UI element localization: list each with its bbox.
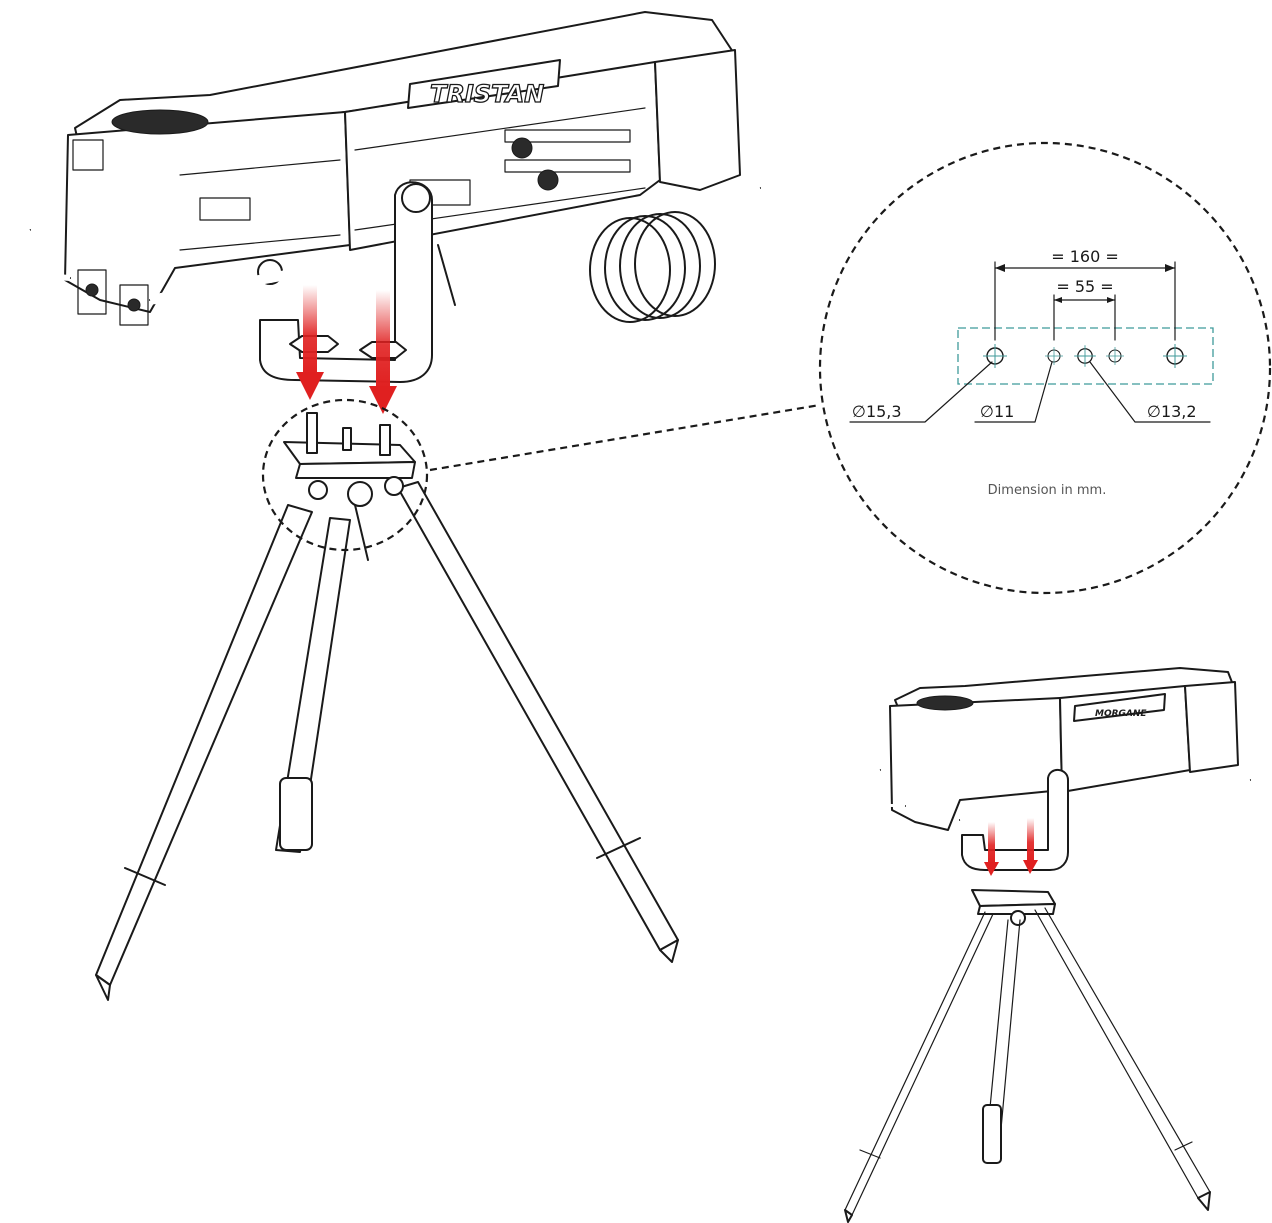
fan-grille-icon bbox=[111, 109, 209, 135]
brand-label: TRISTAN bbox=[430, 80, 544, 108]
hole-pattern-box bbox=[957, 327, 1214, 385]
hole-diameter-13-2: ∅13,2 bbox=[1147, 402, 1197, 421]
detail-zoom: = 160 = = 55 = ∅15,3 ∅11 ∅13,2 Dimension… bbox=[818, 141, 1272, 595]
dimension-arrow-icon bbox=[995, 264, 1005, 272]
hole-crosshair-icon bbox=[1073, 344, 1097, 368]
assembled-view: MORGANE bbox=[844, 667, 1251, 1223]
iris-rings bbox=[589, 211, 716, 323]
hole-diameter-15-3: ∅15,3 bbox=[852, 402, 902, 421]
followspot-main: TRISTAN bbox=[12, 11, 761, 383]
down-arrow-icon bbox=[1023, 860, 1038, 874]
mounting-arrows bbox=[296, 285, 397, 414]
dimension-arrow-icon bbox=[1165, 264, 1175, 272]
down-arrow-icon bbox=[984, 862, 999, 876]
down-arrow-icon bbox=[369, 386, 397, 414]
brand-label-small: MORGANE bbox=[1095, 709, 1147, 719]
hole-diameter-11: ∅11 bbox=[980, 402, 1014, 421]
dimension-160: = 160 = bbox=[1051, 247, 1119, 266]
hole-crosshair-icon bbox=[982, 343, 1008, 369]
dimension-55: = 55 = bbox=[1056, 277, 1113, 296]
down-arrow-icon bbox=[296, 372, 324, 400]
tripod-main bbox=[95, 398, 679, 1001]
dimension-arrow-icon bbox=[1054, 297, 1062, 303]
hole-crosshair-icon bbox=[1105, 346, 1125, 366]
hole-crosshair-icon bbox=[1044, 346, 1064, 366]
dimension-caption: Dimension in mm. bbox=[988, 483, 1107, 498]
hole-crosshair-icon bbox=[1162, 343, 1188, 369]
dimension-arrow-icon bbox=[1107, 297, 1115, 303]
